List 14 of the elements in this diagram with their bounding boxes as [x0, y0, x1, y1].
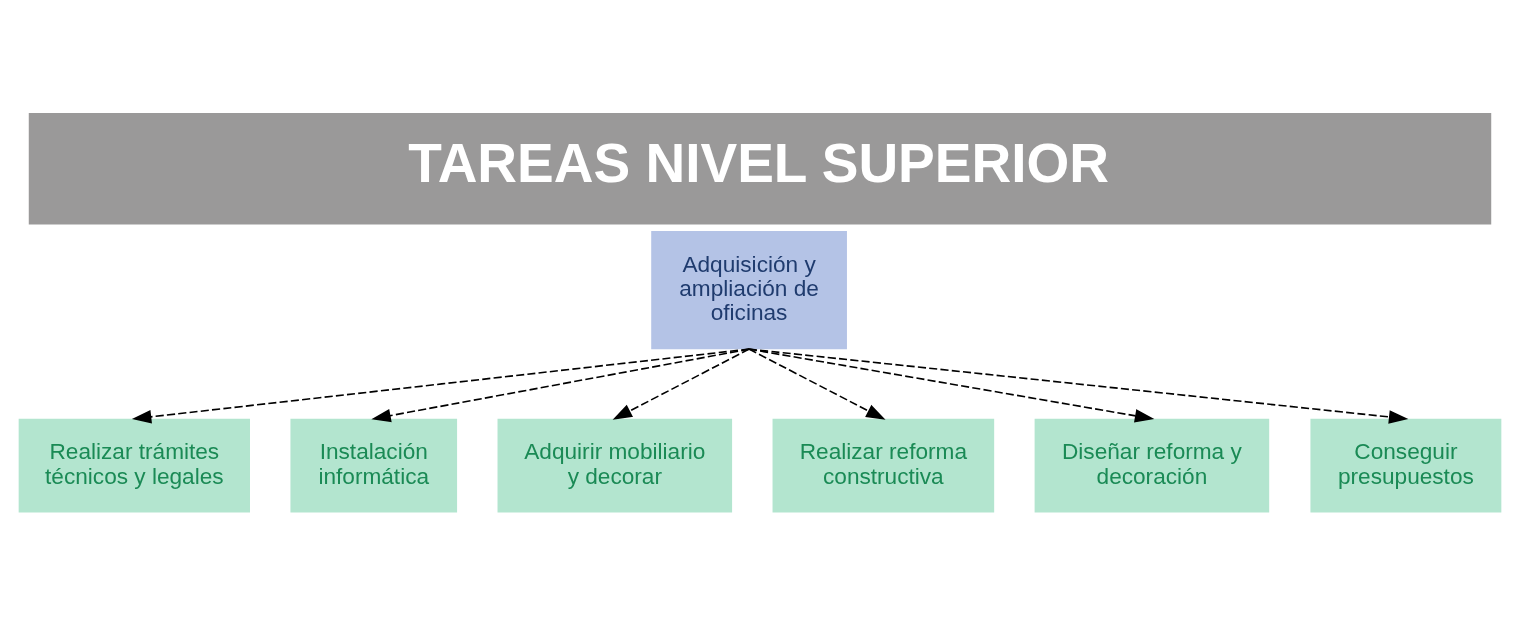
arrow: [748, 347, 1409, 424]
node-box: Realizar reforma constructiva: [772, 418, 995, 513]
node-box: Adquirir mobiliario y decorar: [497, 418, 733, 513]
arrow: [371, 347, 750, 422]
node-box: Adquisición y ampliación de oficinas: [651, 230, 847, 349]
node-box: Instalación informática: [290, 418, 458, 513]
node-box: Conseguir presupuestos: [1310, 418, 1502, 513]
arrow: [612, 347, 750, 420]
diagram-title: TAREAS NIVEL SUPERIOR: [408, 131, 1109, 194]
node-box: Realizar trámites técnicos y legales: [18, 418, 250, 513]
node-box: Diseñar reforma y decoración: [1034, 418, 1270, 513]
arrow: [131, 347, 750, 424]
arrow: [748, 347, 1155, 422]
arrow: [748, 347, 886, 420]
